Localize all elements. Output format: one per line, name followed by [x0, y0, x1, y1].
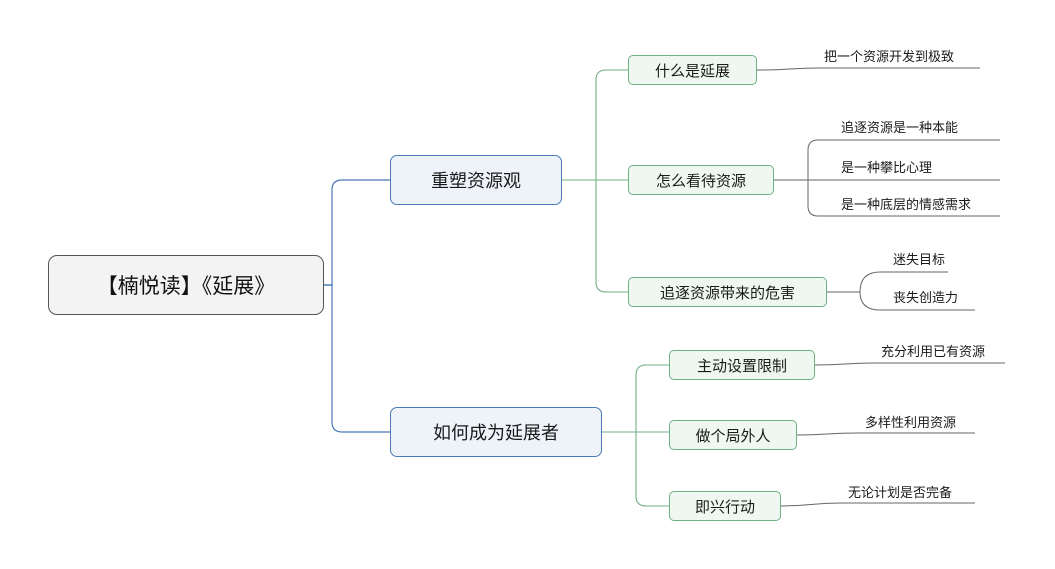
leaf-item[interactable]: 迷失目标: [893, 253, 946, 268]
leaf-item[interactable]: 多样性利用资源: [865, 416, 957, 431]
connector-leaf-4: [807, 180, 1000, 217]
leaf-item[interactable]: 丧失创造力: [893, 291, 959, 306]
subtopic-label: 怎么看待资源: [655, 171, 746, 190]
connector-b1-c3: [595, 180, 628, 293]
subtopic-harm-of-chasing[interactable]: 追逐资源带来的危害: [628, 277, 827, 307]
subtopic-label: 做个局外人: [695, 426, 771, 445]
leaf-item[interactable]: 是一种底层的情感需求: [841, 198, 972, 213]
topic-label: 如何成为延展者: [433, 423, 559, 444]
leaf-item[interactable]: 无论计划是否完备: [848, 486, 953, 501]
subtopic-label: 即兴行动: [694, 497, 755, 516]
leaf-item[interactable]: 是一种攀比心理: [841, 161, 933, 176]
topic-become-stretcher[interactable]: 如何成为延展者: [390, 407, 602, 457]
connector-leaf-6: [859, 291, 975, 311]
subtopic-label: 什么是延展: [654, 61, 730, 80]
connector-b2-c3: [635, 432, 669, 507]
connector-leaf-9: [780, 502, 975, 507]
leaf-item[interactable]: 追逐资源是一种本能: [841, 121, 959, 136]
root-topic-label: 【楠悦读】《延展》: [96, 274, 276, 298]
connector-leaf-2: [774, 139, 1000, 181]
connector-leaf-8: [796, 432, 975, 436]
subtopic-be-outsider[interactable]: 做个局外人: [669, 420, 797, 450]
connector-leaf-5: [827, 271, 948, 293]
leaf-item[interactable]: 把一个资源开发到极致: [824, 50, 955, 65]
leaf-item[interactable]: 充分利用已有资源: [881, 345, 986, 360]
connector-b1-c1: [562, 69, 628, 181]
subtopic-set-limits[interactable]: 主动设置限制: [669, 350, 815, 380]
subtopic-label: 追逐资源带来的危害: [659, 283, 795, 302]
subtopic-view-resources[interactable]: 怎么看待资源: [628, 165, 774, 195]
connector-root-branch-2: [324, 284, 390, 433]
subtopic-what-is-stretch[interactable]: 什么是延展: [628, 55, 757, 85]
root-topic[interactable]: 【楠悦读】《延展》: [48, 255, 324, 315]
connector-leaf-7: [814, 362, 1005, 366]
subtopic-label: 主动设置限制: [696, 356, 787, 375]
topic-label: 重塑资源观: [431, 171, 521, 192]
connector-b2-c1: [602, 364, 669, 433]
topic-reshape-resource-view[interactable]: 重塑资源观: [390, 155, 562, 205]
connector-root-branch-1: [324, 179, 390, 286]
subtopic-act-impromptu[interactable]: 即兴行动: [669, 491, 781, 521]
connector-leaf-1: [756, 67, 980, 71]
